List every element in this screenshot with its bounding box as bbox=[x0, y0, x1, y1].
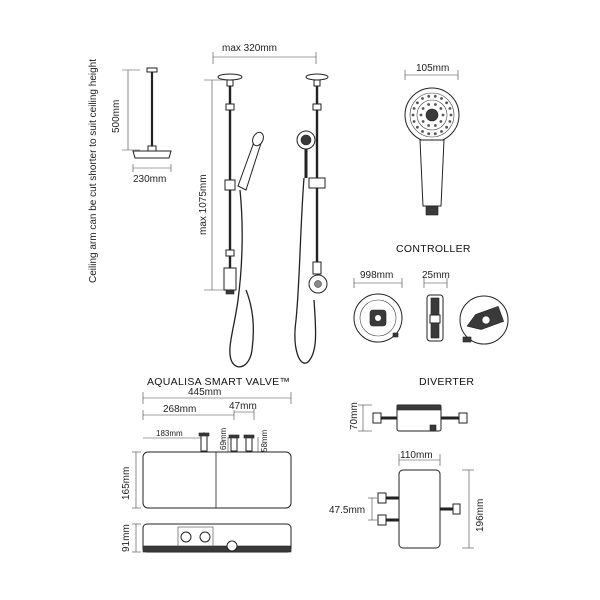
diverter-70-label: 70mm bbox=[349, 402, 360, 430]
nozzle-dot bbox=[448, 107, 452, 110]
nozzle-dot bbox=[439, 107, 443, 110]
arm-length-label: 500mm bbox=[111, 100, 122, 133]
smart-valve-side bbox=[132, 523, 292, 553]
valve-268-label: 268mm bbox=[163, 404, 196, 415]
nozzle-dot bbox=[445, 101, 448, 105]
valve-69-label: 69mm bbox=[219, 427, 228, 450]
nozzle-dot bbox=[421, 107, 425, 110]
controller-depth-label: 25mm bbox=[422, 270, 450, 281]
controller-back bbox=[459, 295, 509, 345]
max-height-label: max 1075mm bbox=[198, 174, 209, 235]
nozzle-dot bbox=[427, 103, 430, 106]
controller-side bbox=[423, 278, 448, 342]
nozzle-dot bbox=[433, 132, 437, 136]
riser-rail-front bbox=[204, 52, 317, 368]
nozzle-dot bbox=[412, 107, 416, 110]
nozzle-dot bbox=[433, 94, 437, 98]
handset-drawing bbox=[404, 70, 460, 216]
nozzle-dot bbox=[411, 113, 415, 117]
nozzle-dot bbox=[427, 124, 430, 127]
nozzle-dot bbox=[412, 120, 416, 123]
ceiling-arm-drawing bbox=[122, 67, 172, 172]
nozzle-dot bbox=[421, 130, 424, 133]
valve-165-label: 165mm bbox=[121, 467, 132, 500]
diverter-title: DIVERTER bbox=[419, 376, 474, 388]
handset-nozzles bbox=[411, 94, 453, 136]
controller-title: CONTROLLER bbox=[396, 243, 471, 255]
ceiling-arm-note: Ceiling arm can be cut shorter to suit c… bbox=[88, 59, 99, 283]
nozzle-dot bbox=[445, 125, 448, 129]
diverter-110-label: 110mm bbox=[400, 450, 433, 461]
nozzle-dot bbox=[434, 124, 437, 127]
controller-width-label: 998mm bbox=[360, 270, 393, 281]
nozzle-dot bbox=[441, 113, 445, 117]
max-width-label: max 320mm bbox=[222, 43, 277, 54]
nozzle-dot bbox=[439, 120, 443, 123]
diverter-side bbox=[358, 404, 468, 432]
diverter-47-5-label: 47.5mm bbox=[329, 505, 365, 516]
nozzle-dot bbox=[416, 125, 419, 129]
valve-58-label: 58mm bbox=[260, 429, 269, 452]
valve-47-label: 47mm bbox=[229, 401, 257, 412]
smart-valve-front bbox=[132, 392, 292, 509]
nozzle-dot bbox=[421, 97, 424, 100]
nozzle-dot bbox=[440, 130, 443, 133]
controller-front bbox=[353, 278, 403, 343]
nozzle-dot bbox=[449, 113, 453, 117]
nozzle-dot bbox=[421, 120, 425, 123]
valve-445-label: 445mm bbox=[188, 387, 221, 398]
nozzle-dot bbox=[416, 101, 419, 105]
valve-91-label: 91mm bbox=[121, 524, 132, 552]
nozzle-dot bbox=[434, 103, 437, 106]
valve-title: AQUALISA SMART VALVE™ bbox=[147, 376, 290, 388]
nozzle-dot bbox=[440, 97, 443, 100]
nozzle-dot bbox=[419, 113, 423, 117]
handset-diameter-label: 105mm bbox=[416, 63, 449, 74]
riser-rail-side bbox=[294, 73, 329, 364]
nozzle-dot bbox=[427, 94, 431, 98]
valve-183-label: 183mm bbox=[156, 429, 183, 438]
nozzle-dot bbox=[427, 132, 431, 136]
nozzle-dot bbox=[448, 120, 452, 123]
head-diameter-label: 230mm bbox=[133, 174, 166, 185]
diverter-196-label: 196mm bbox=[475, 499, 486, 532]
diverter-top bbox=[368, 454, 474, 549]
